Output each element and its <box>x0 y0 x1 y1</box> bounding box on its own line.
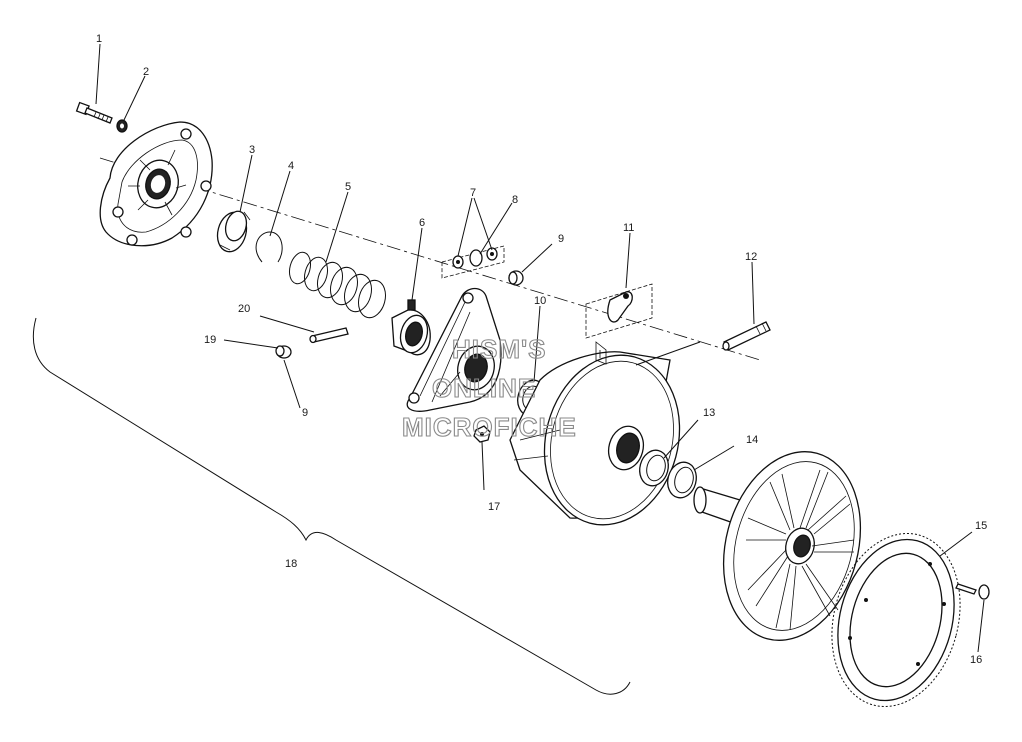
bushing-ring-part <box>216 210 251 253</box>
shaft-pin-part <box>722 321 771 351</box>
spring-part <box>288 251 386 319</box>
watermark-line-3: MICROFICHE <box>402 412 577 442</box>
callout-8: 8 <box>512 194 518 206</box>
callout-7: 7 <box>470 187 476 199</box>
callout-11: 11 <box>623 222 634 234</box>
callout-18: 18 <box>285 558 297 570</box>
spider-arm-part <box>406 287 502 412</box>
spider-bushing-part <box>391 299 431 356</box>
callout-13: 13 <box>703 407 715 419</box>
ring-14-part <box>667 461 697 499</box>
callout-20: 20 <box>238 303 250 315</box>
callout-4: 4 <box>288 160 294 172</box>
callout-17: 17 <box>488 501 500 513</box>
screw-part <box>955 583 990 600</box>
callout-16: 16 <box>970 654 982 666</box>
callout-15: 15 <box>975 520 987 532</box>
assembly-bracket <box>32 317 631 695</box>
callout-9-lower: 9 <box>302 407 308 419</box>
ring-13-part <box>639 449 669 487</box>
fixed-sheave-part <box>693 451 862 641</box>
callout-labels: 1 2 3 4 5 6 7 8 9 9 10 11 12 13 14 15 16… <box>96 33 987 666</box>
callout-19: 19 <box>204 334 216 346</box>
callout-1: 1 <box>96 33 102 45</box>
washer-part <box>116 119 128 133</box>
callout-10: 10 <box>534 295 546 307</box>
callout-12: 12 <box>745 251 757 263</box>
shoe-clip-part <box>585 283 653 339</box>
ring-gear-part <box>831 532 961 708</box>
leader-lines <box>95 43 985 653</box>
callout-5: 5 <box>345 181 351 193</box>
nut-part <box>473 425 491 443</box>
watermark-line-1: HISM'S <box>452 334 547 364</box>
callout-2: 2 <box>143 66 149 78</box>
watermark: HISM'S ONLINE MICROFICHE <box>401 333 577 442</box>
callout-14: 14 <box>746 434 758 446</box>
roller-part <box>508 270 524 286</box>
pin-part <box>309 327 349 344</box>
roller-washer-set-part <box>441 245 505 279</box>
bolt-part <box>75 101 113 124</box>
watermark-line-2: ONLINE <box>432 373 536 403</box>
snap-ring-part <box>255 231 283 263</box>
callout-6: 6 <box>419 217 425 229</box>
cover-plate-part <box>99 121 213 247</box>
center-axis-line <box>99 157 761 361</box>
cap-part <box>275 345 292 359</box>
callout-9-upper: 9 <box>558 233 564 245</box>
callout-3: 3 <box>249 144 255 156</box>
